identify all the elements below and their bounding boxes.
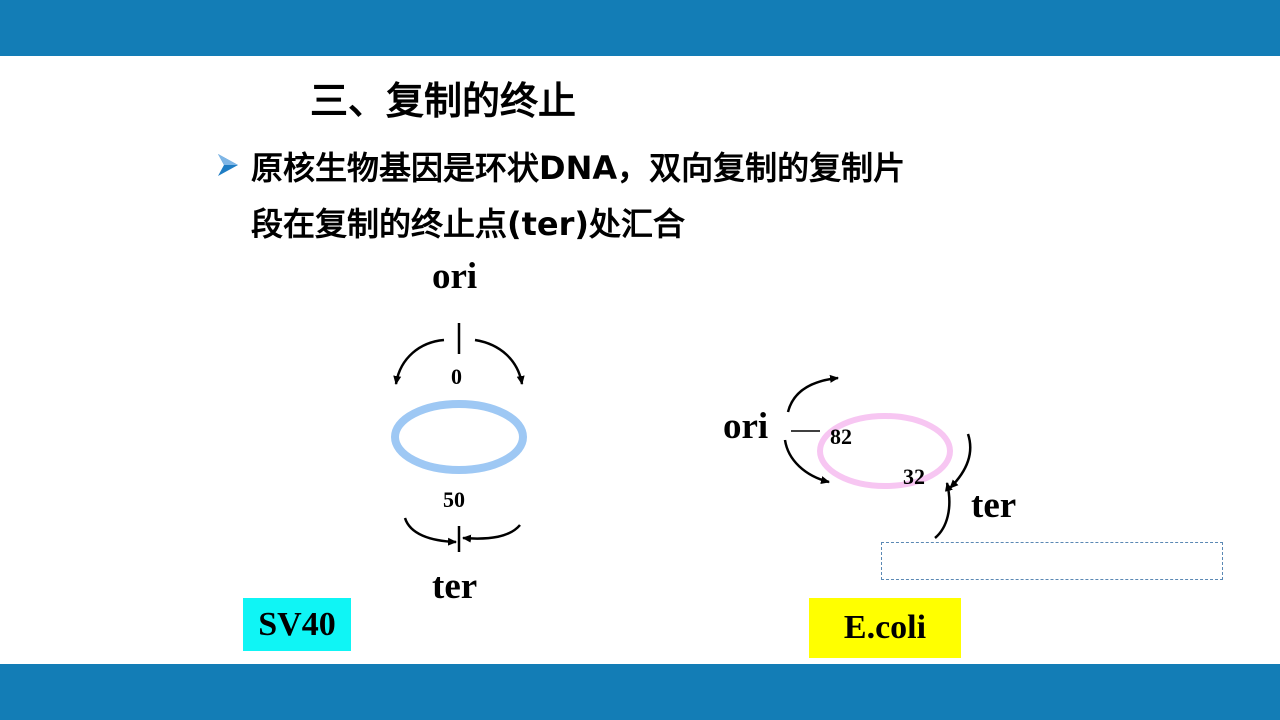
sv40-diagram [391, 323, 527, 552]
sv40-ori-label: ori [432, 256, 478, 297]
bullet-arrow-icon [218, 154, 238, 176]
ecoli-lower-arrow [783, 439, 830, 484]
sv40-ter-left-arrow [403, 517, 457, 546]
sv40-left-arrow [393, 338, 445, 385]
ecoli-upper-arrow [786, 374, 839, 413]
ecoli-tag: E.coli [809, 598, 961, 658]
sv40-ter-position: 50 [443, 487, 465, 512]
sv40-tag: SV40 [243, 598, 351, 651]
ecoli-bottom-arrow [934, 482, 953, 539]
ecoli-ter-position: 32 [903, 464, 925, 489]
sv40-ori-position: 0 [451, 364, 462, 389]
ecoli-ori-position: 82 [830, 424, 852, 449]
bottom-banner [0, 664, 1280, 720]
ecoli-dna-ring [817, 413, 953, 489]
bullet-text: 原核生物基因是环状DNA，双向复制的复制片 段在复制的终止点(ter)处汇合 [251, 140, 1051, 252]
sv40-right-arrow [474, 338, 525, 385]
ecoli-right-arrow [949, 433, 972, 489]
ecoli-ori-label: ori [723, 406, 769, 447]
sv40-ter-label: ter [432, 566, 478, 607]
sv40-ter-right-arrow [462, 524, 521, 543]
sv40-dna-ring [391, 400, 527, 474]
slide-title: 三、复制的终止 [310, 79, 577, 123]
ecoli-diagram [783, 374, 972, 539]
empty-text-placeholder[interactable] [881, 542, 1223, 580]
ecoli-ter-label: ter [971, 485, 1017, 526]
top-banner [0, 0, 1280, 56]
bullet-line-2: 段在复制的终止点(ter)处汇合 [251, 205, 686, 243]
bullet-line-1: 原核生物基因是环状DNA，双向复制的复制片 [251, 149, 906, 187]
